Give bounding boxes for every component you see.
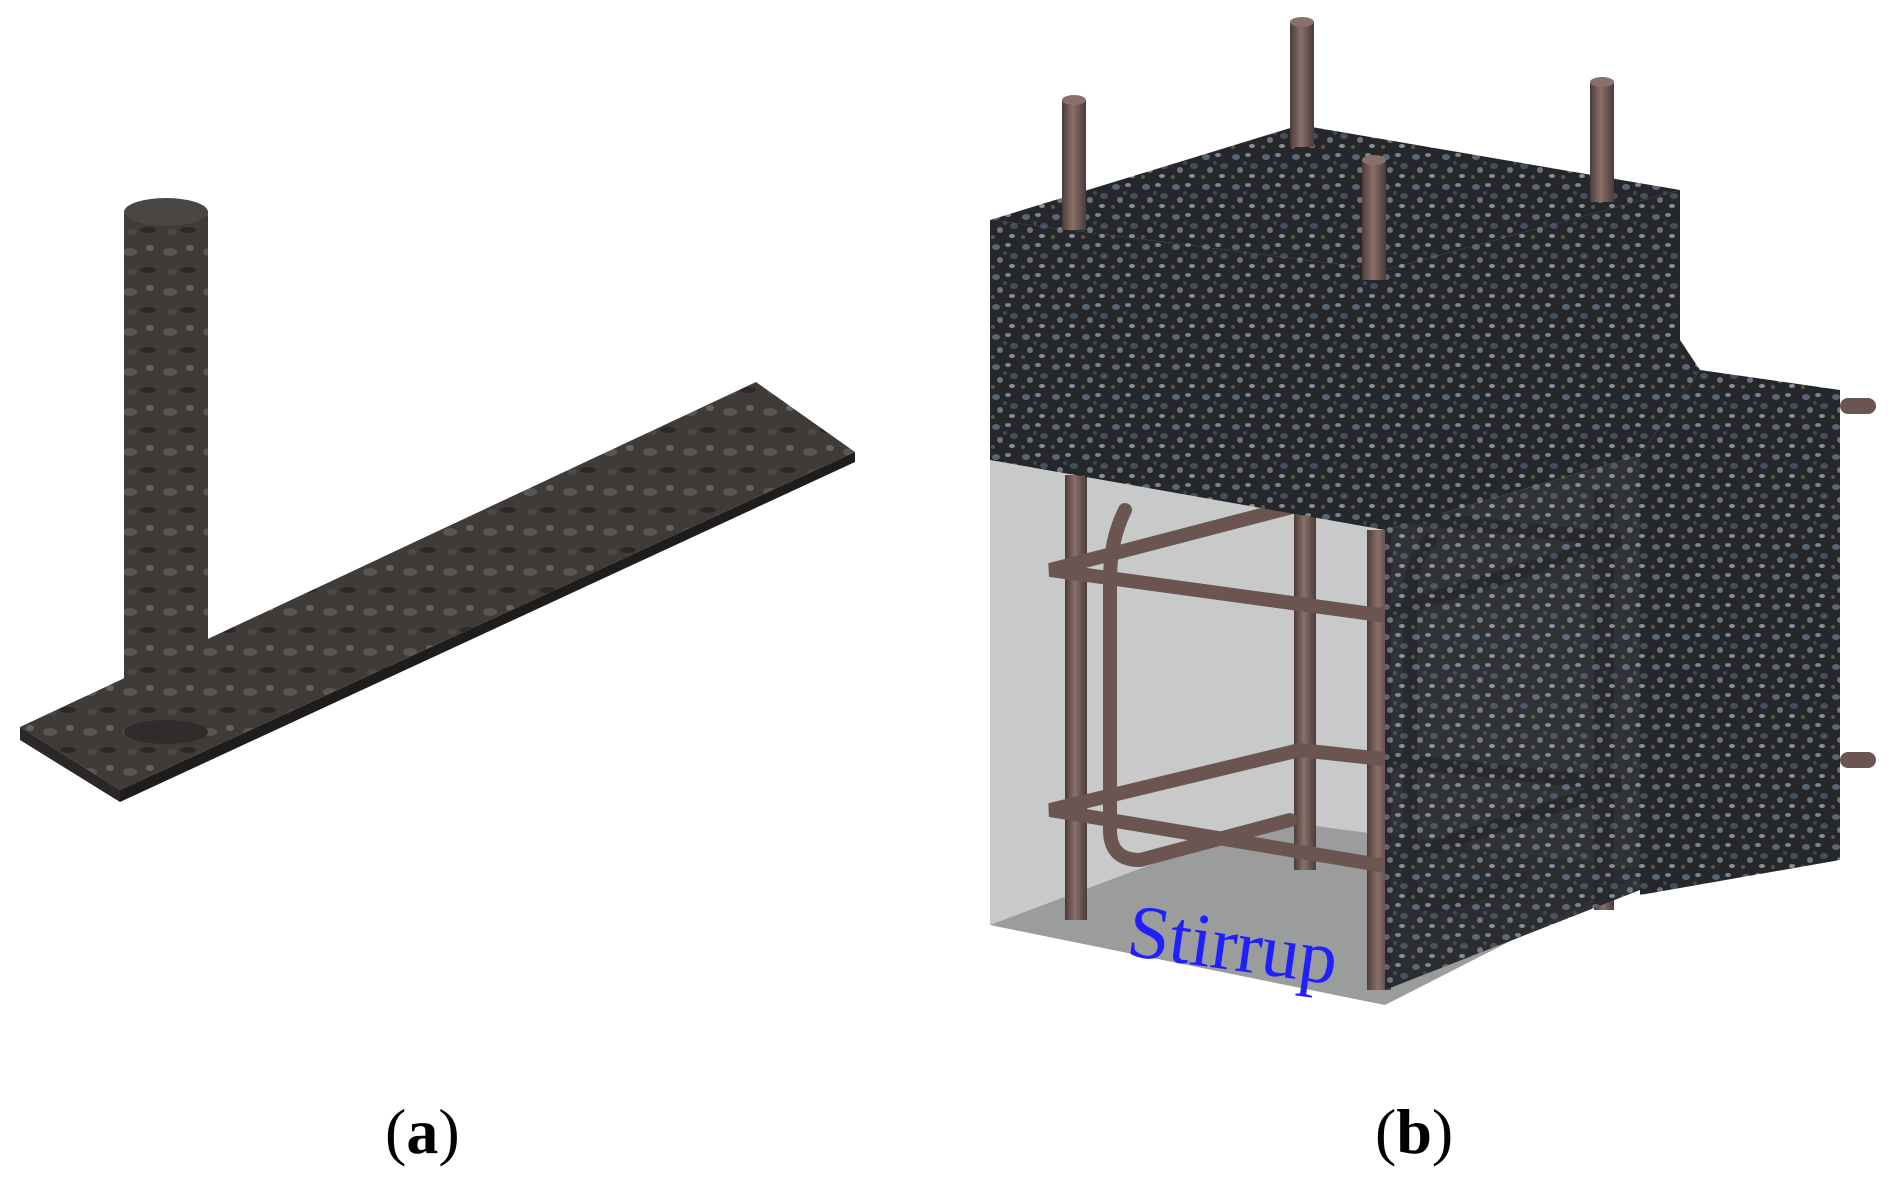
stud-bottom	[124, 720, 208, 744]
rebar-top	[1362, 160, 1386, 280]
caption-letter: b	[1396, 1096, 1432, 1167]
plate-front-face	[20, 727, 120, 802]
rebar-top-cap	[1290, 17, 1314, 27]
stud-shaft	[124, 212, 208, 732]
rebar-top-cap	[1590, 77, 1614, 87]
plate-top-face	[20, 382, 855, 790]
caption-letter: a	[406, 1096, 439, 1167]
rebar-top	[1062, 100, 1086, 230]
rebar-stub	[1840, 398, 1876, 414]
caption-paren-close: )	[1431, 1096, 1454, 1167]
stirrup-hook	[1103, 503, 1297, 868]
caption-panel-b: (b)	[1375, 1095, 1453, 1169]
panel-a-steel-plate-with-stud	[20, 198, 855, 802]
concrete-top-face	[990, 125, 1680, 270]
rebar-top-cap	[1362, 155, 1386, 165]
concrete-right-face	[1385, 190, 1700, 530]
rebar-vertical	[1294, 490, 1316, 870]
rebar-top	[1590, 82, 1614, 202]
caption-paren-close: )	[438, 1096, 460, 1167]
rebar-vertical	[1065, 475, 1087, 920]
concrete-front-face	[990, 220, 1385, 530]
stud-top	[124, 198, 208, 226]
caption-paren-open: (	[1375, 1096, 1397, 1167]
concrete-block-right-lower	[1385, 455, 1640, 990]
caption-paren-open: (	[385, 1096, 407, 1167]
panel-b-reinforced-concrete: Stirrup	[990, 17, 1876, 1005]
rebar-top	[1290, 22, 1314, 147]
plate-side-face	[120, 452, 855, 802]
rebar-top-cap	[1062, 95, 1086, 105]
rebar-stub	[1840, 752, 1876, 768]
caption-panel-a: (a)	[385, 1095, 460, 1169]
concrete-block-side	[1640, 370, 1840, 895]
